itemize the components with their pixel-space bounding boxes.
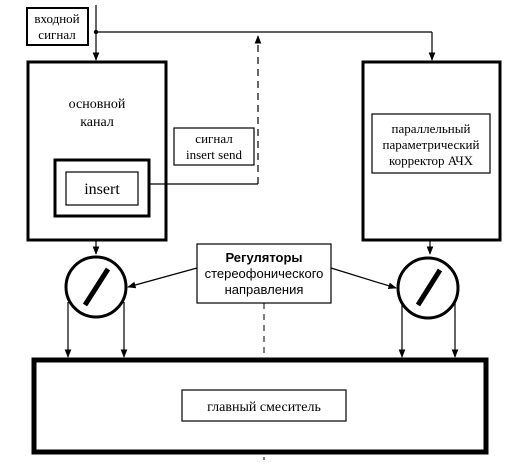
insert-send-line xyxy=(149,35,262,185)
parallel-eq-label-1: параллельный xyxy=(392,121,471,136)
main-mixer-box: главный смеситель xyxy=(31,357,489,455)
right-knob-outputs xyxy=(398,303,459,358)
label-to-right-knob-arrow xyxy=(330,267,397,289)
parallel-eq-label-3: корректор АЧХ xyxy=(389,153,474,168)
pan-regulators-label-3: направления xyxy=(225,282,304,297)
input-signal-label-1: входной xyxy=(34,11,79,26)
right-pan-knob-icon xyxy=(396,256,460,320)
parallel-eq-box: параллельный параметрический корректор А… xyxy=(361,60,502,242)
insert-send-label-2: insert send xyxy=(186,147,242,162)
input-signal-box: входной сигнал xyxy=(26,7,89,46)
insert-label: insert xyxy=(84,181,120,198)
label-to-left-knob-arrow xyxy=(127,267,198,289)
pan-regulators-label-box: Регуляторы стереофонического направления xyxy=(196,243,332,304)
input-signal-label-2: сигнал xyxy=(38,27,76,42)
insert-send-label-1: сигнал xyxy=(195,131,233,146)
main-channel-label-2: канал xyxy=(80,115,114,130)
main-mixer-label: главный смеситель xyxy=(207,400,321,415)
input-signal-wiring xyxy=(92,5,436,61)
pan-regulators-label-2: стереофонического xyxy=(205,266,324,281)
insert-box: insert xyxy=(53,158,151,218)
main-channel-label-1: основной xyxy=(69,97,126,112)
pan-regulators-label-1: Регуляторы xyxy=(225,250,302,265)
left-knob-outputs xyxy=(64,302,128,358)
left-pan-knob-icon xyxy=(64,255,128,319)
parallel-eq-label-2: параметрический xyxy=(383,137,480,152)
insert-send-label-box: сигнал insert send xyxy=(173,127,255,166)
